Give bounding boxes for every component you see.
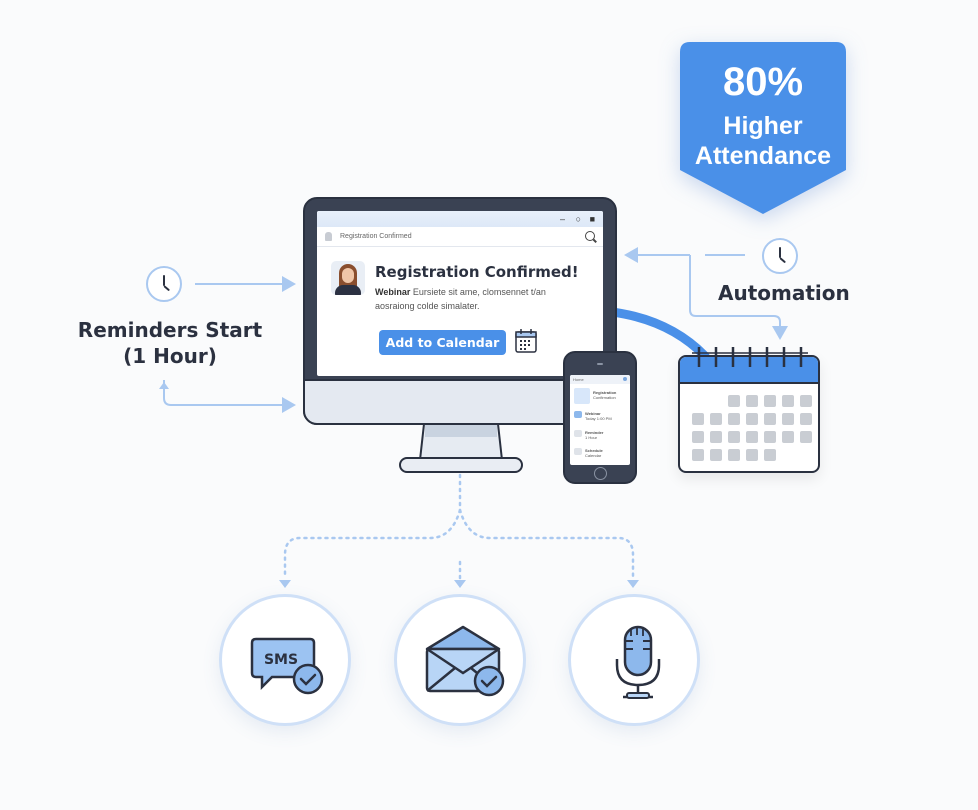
calendar-grid <box>692 395 812 461</box>
phone-row-icon <box>574 448 582 455</box>
phone-row-icon <box>574 430 582 437</box>
close-button[interactable]: ■ <box>589 214 595 224</box>
badge-line1: Higher <box>723 112 803 140</box>
body-bold: Webinar <box>375 287 411 297</box>
maximize-button[interactable]: ○ <box>575 214 581 224</box>
avatar <box>331 261 365 295</box>
badge-line2: Attendance <box>694 142 832 170</box>
body-text: Eursiete sit ame, clomsennet t/an <box>410 287 546 297</box>
microphone-icon <box>615 625 661 699</box>
search-icon[interactable] <box>585 231 595 241</box>
badge-percent: 80% <box>722 60 804 104</box>
automation-label: Automation <box>718 281 850 305</box>
phone-header: Home <box>570 375 630 384</box>
email-icon <box>425 625 505 697</box>
confirmation-body: Webinar Eursiete sit ame, clomsennet t/a… <box>375 285 595 313</box>
favicon-icon <box>325 232 332 241</box>
calendar-rings <box>692 347 808 367</box>
monitor-stand <box>399 424 523 473</box>
badge-shape <box>680 42 846 214</box>
address-bar[interactable]: Registration Confirmed <box>317 227 603 247</box>
svg-text:SMS: SMS <box>264 652 298 668</box>
reminders-label: Reminders Start (1 Hour) <box>70 318 270 368</box>
clock-icon <box>762 238 798 274</box>
phone-speaker <box>597 363 603 365</box>
settings-icon <box>623 377 627 381</box>
calendar-illustration <box>678 355 820 473</box>
reminders-line2: (1 Hour) <box>123 344 217 368</box>
home-button[interactable] <box>594 467 607 480</box>
monitor-screen: – ○ ■ Registration Confirmed Registratio… <box>317 211 603 376</box>
email-channel[interactable] <box>394 594 526 726</box>
phone-row-icon <box>574 411 582 418</box>
window-titlebar: – ○ ■ <box>317 211 603 227</box>
address-text: Registration Confirmed <box>340 233 412 240</box>
attendance-badge: 80% Higher Attendance <box>680 42 846 214</box>
clock-icon <box>146 266 182 302</box>
minimize-button[interactable]: – <box>559 214 565 224</box>
body-line2: aosraiong colde simalater. <box>375 301 480 311</box>
desktop-monitor: – ○ ■ Registration Confirmed Registratio… <box>303 197 617 425</box>
reminders-line1: Reminders Start <box>77 318 263 342</box>
voice-channel[interactable] <box>568 594 700 726</box>
confirmation-heading: Registration Confirmed! <box>375 263 579 281</box>
add-to-calendar-button[interactable]: Add to Calendar <box>379 330 506 355</box>
sms-icon: SMS <box>250 637 324 695</box>
calendar-icon[interactable] <box>515 328 537 354</box>
phone-header-text: Home <box>573 377 584 382</box>
phone-thumbnail <box>574 388 590 404</box>
sms-channel[interactable]: SMS <box>219 594 351 726</box>
